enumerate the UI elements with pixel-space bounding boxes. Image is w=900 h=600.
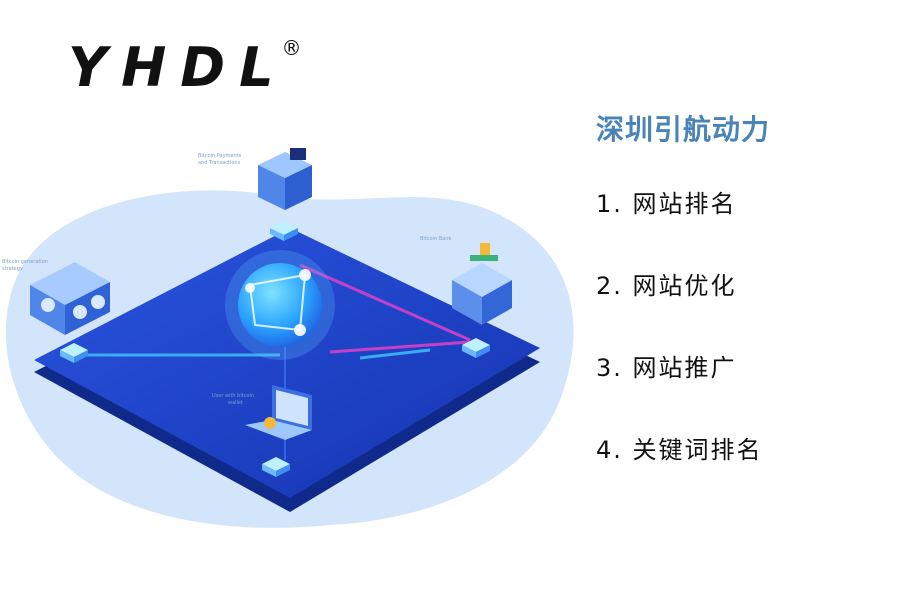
menu-title: 深圳引航动力	[596, 113, 771, 146]
mining-rig-icon	[30, 262, 110, 335]
brand-logo: YHDL ®	[68, 38, 302, 98]
label-wallet-2: wallet	[228, 400, 243, 406]
logo-wordmark: YHDL	[68, 36, 288, 99]
node-right	[462, 338, 490, 358]
service-menu: 深圳引航动力 1. 网站排名 2. 网站优化 3. 网站推广 4. 关键词排名	[596, 110, 886, 514]
label-transactions: and Transactions	[198, 160, 241, 166]
payment-terminal-icon	[258, 148, 312, 210]
beam-bottom-right	[329, 340, 471, 354]
beam-cyan	[359, 348, 431, 360]
registered-mark: ®	[281, 36, 302, 60]
menu-item-website-ranking[interactable]: 1. 网站排名	[596, 190, 737, 218]
laptop-wallet-icon	[245, 385, 312, 440]
node-top	[270, 221, 298, 241]
label-wallet-1: User with bitcoin	[212, 393, 254, 399]
node-left	[60, 343, 88, 363]
blockchain-illustration: Bitcoin Payments and Transactions Bitcoi…	[2, 148, 574, 528]
label-mining-1: Bitcoin generation	[2, 259, 48, 265]
node-bottom	[262, 457, 290, 477]
beam-top-right	[299, 263, 471, 342]
label-bank: Bitcoin Bank	[420, 236, 451, 242]
label-payments: Bitcoin Payments	[198, 153, 242, 159]
menu-item-website-promotion[interactable]: 3. 网站推广	[596, 354, 737, 382]
platform	[34, 228, 540, 498]
menu-item-keyword-ranking[interactable]: 4. 关键词排名	[596, 436, 763, 464]
bank-icon	[452, 243, 512, 325]
menu-item-website-optimization[interactable]: 2. 网站优化	[596, 272, 737, 300]
label-mining-2: strategy	[2, 266, 23, 272]
